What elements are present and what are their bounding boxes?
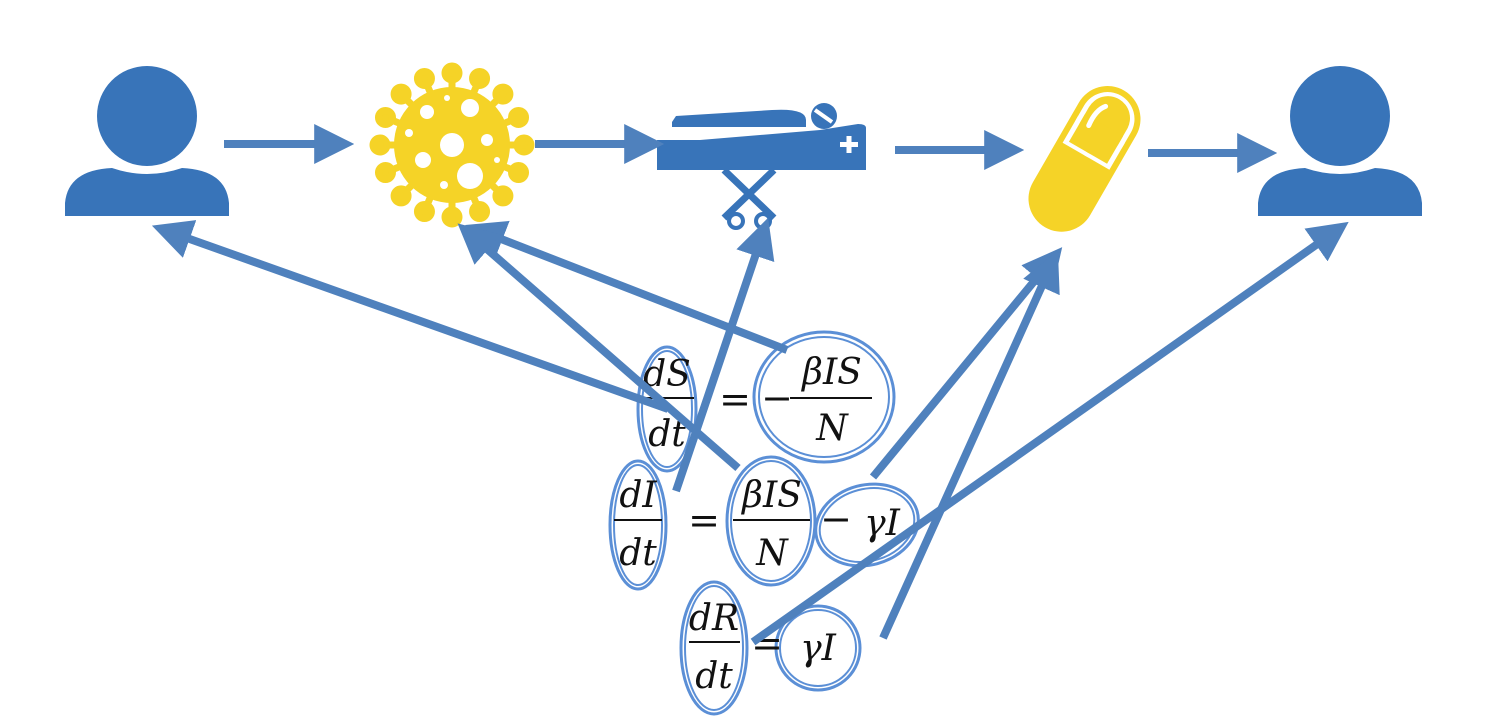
virus-spike-tip xyxy=(413,201,435,223)
virus-icon xyxy=(369,62,535,228)
eq3-gamma-term: γI xyxy=(800,628,837,669)
virus-spike-tip xyxy=(441,62,463,84)
highlight-gamma-I-2 xyxy=(774,604,862,692)
eq2-lhs-numerator: dI xyxy=(619,475,657,516)
virus-spike-tip xyxy=(492,83,514,105)
eq3-lhs-denominator: dt xyxy=(695,656,733,697)
eq1-equals: = xyxy=(719,377,751,421)
virus-spike-tip xyxy=(374,106,396,128)
virus-spike-tip xyxy=(369,134,391,156)
virus-spike-tip xyxy=(469,67,491,89)
hospital-stretcher-icon xyxy=(657,103,866,230)
link-arrow-gamma1-to-pill xyxy=(869,247,1063,480)
eq3-lhs-numerator: dR xyxy=(689,598,739,639)
eq2-rhs-numerator: βIS xyxy=(740,475,802,516)
eq1-rhs-denominator: N xyxy=(815,408,849,449)
virus-spike-tip xyxy=(390,83,412,105)
virus-spike-tip xyxy=(390,185,412,207)
pill-capsule-icon xyxy=(1028,86,1141,232)
equation-dR-dt: dR dt = γI xyxy=(689,598,837,697)
virus-spike-tip xyxy=(469,201,491,223)
highlight-dI-dt xyxy=(608,459,668,591)
link-arrows xyxy=(151,217,1349,646)
virus-spike-tip xyxy=(413,67,435,89)
virus-spike-tip xyxy=(492,185,514,207)
eq1-rhs-numerator: βIS xyxy=(800,352,862,393)
virus-spike-tip xyxy=(513,134,535,156)
eq1-minus: − xyxy=(761,376,793,420)
virus-spike-tip xyxy=(374,162,396,184)
eq2-lhs-denominator: dt xyxy=(619,533,657,574)
link-arrow-dR-to-recovered xyxy=(750,221,1349,646)
link-arrow-dI-to-stretcher xyxy=(672,217,775,493)
virus-spike-tip xyxy=(508,162,530,184)
eq2-minus: − xyxy=(820,497,852,541)
recovered-person-icon xyxy=(1258,66,1422,216)
link-arrow-beta-term-to-virus xyxy=(465,220,789,354)
virus-spike-tip xyxy=(508,106,530,128)
eq2-equals: = xyxy=(688,498,720,542)
virus-spike-tip xyxy=(441,206,463,228)
highlight-dR-dt xyxy=(679,580,749,716)
flow-arrows xyxy=(224,124,1278,173)
equation-dS-dt: dS dt = − βIS N xyxy=(642,352,872,455)
link-arrow-gamma2-to-pill xyxy=(879,250,1060,640)
susceptible-person-icon xyxy=(65,66,229,216)
equation-dI-dt: dI dt = βIS N − γI xyxy=(614,475,901,574)
link-arrow-dS-to-susceptible xyxy=(151,220,670,413)
eq2-gamma-term: γI xyxy=(864,503,901,544)
eq2-rhs-denominator: N xyxy=(755,533,789,574)
